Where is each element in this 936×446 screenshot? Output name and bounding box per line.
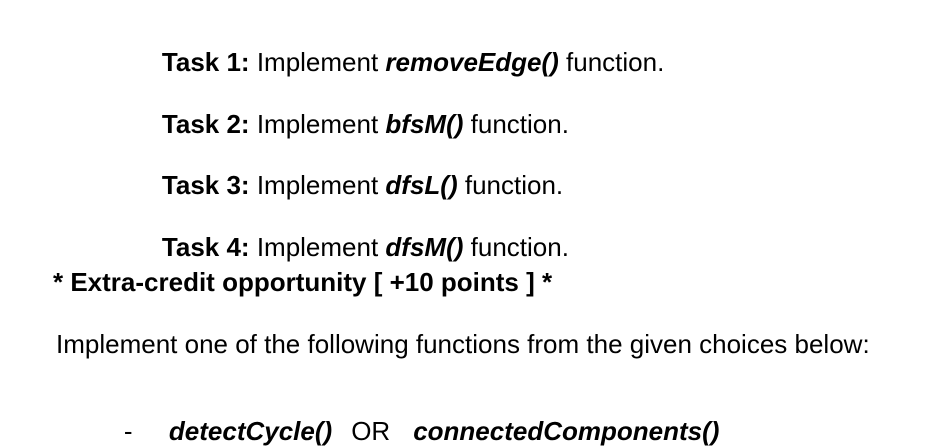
option-function-name-2: connectedComponents(): [413, 416, 720, 446]
task-2-text-pre: Implement: [249, 109, 386, 139]
task-1-label: Task 1:: [161, 47, 250, 77]
task-1-function-name: removeEdge(): [385, 47, 559, 77]
task-4-text-pre: Implement: [249, 232, 386, 262]
task-2-label: Task 2:: [161, 109, 250, 139]
task-2-function-name: bfsM(): [385, 109, 464, 139]
task-3-label: Task 3:: [161, 170, 250, 200]
task-line-4: Task 4: Implement dfsM() function.: [133, 208, 569, 286]
task-1-text-pre: Implement: [249, 47, 386, 77]
or-separator: OR: [351, 416, 391, 446]
task-line-1: Task 1: Implement removeEdge() function.: [133, 23, 664, 101]
extra-credit-instruction: Implement one of the following functions…: [56, 329, 870, 359]
task-3-function-name: dfsL(): [385, 170, 458, 200]
task-2-text-post: function.: [463, 109, 569, 139]
task-4-label: Task 4:: [161, 232, 250, 262]
task-3-text-post: function.: [457, 170, 564, 200]
task-1-text-post: function.: [558, 47, 665, 77]
extra-credit-heading: * Extra-credit opportunity [ +10 points …: [53, 267, 553, 297]
option-function-name-1: detectCycle(): [168, 416, 333, 446]
task-4-function-name: dfsM(): [385, 232, 464, 262]
bullet-marker: -: [123, 416, 133, 446]
task-line-2: Task 2: Implement bfsM() function.: [133, 85, 569, 163]
task-3-text-pre: Implement: [249, 170, 386, 200]
task-line-3: Task 3: Implement dfsL() function.: [133, 146, 563, 224]
task-4-text-post: function.: [463, 232, 569, 262]
extra-credit-bullet-line: - detectCycle() OR connectedComponents(): [95, 392, 720, 446]
